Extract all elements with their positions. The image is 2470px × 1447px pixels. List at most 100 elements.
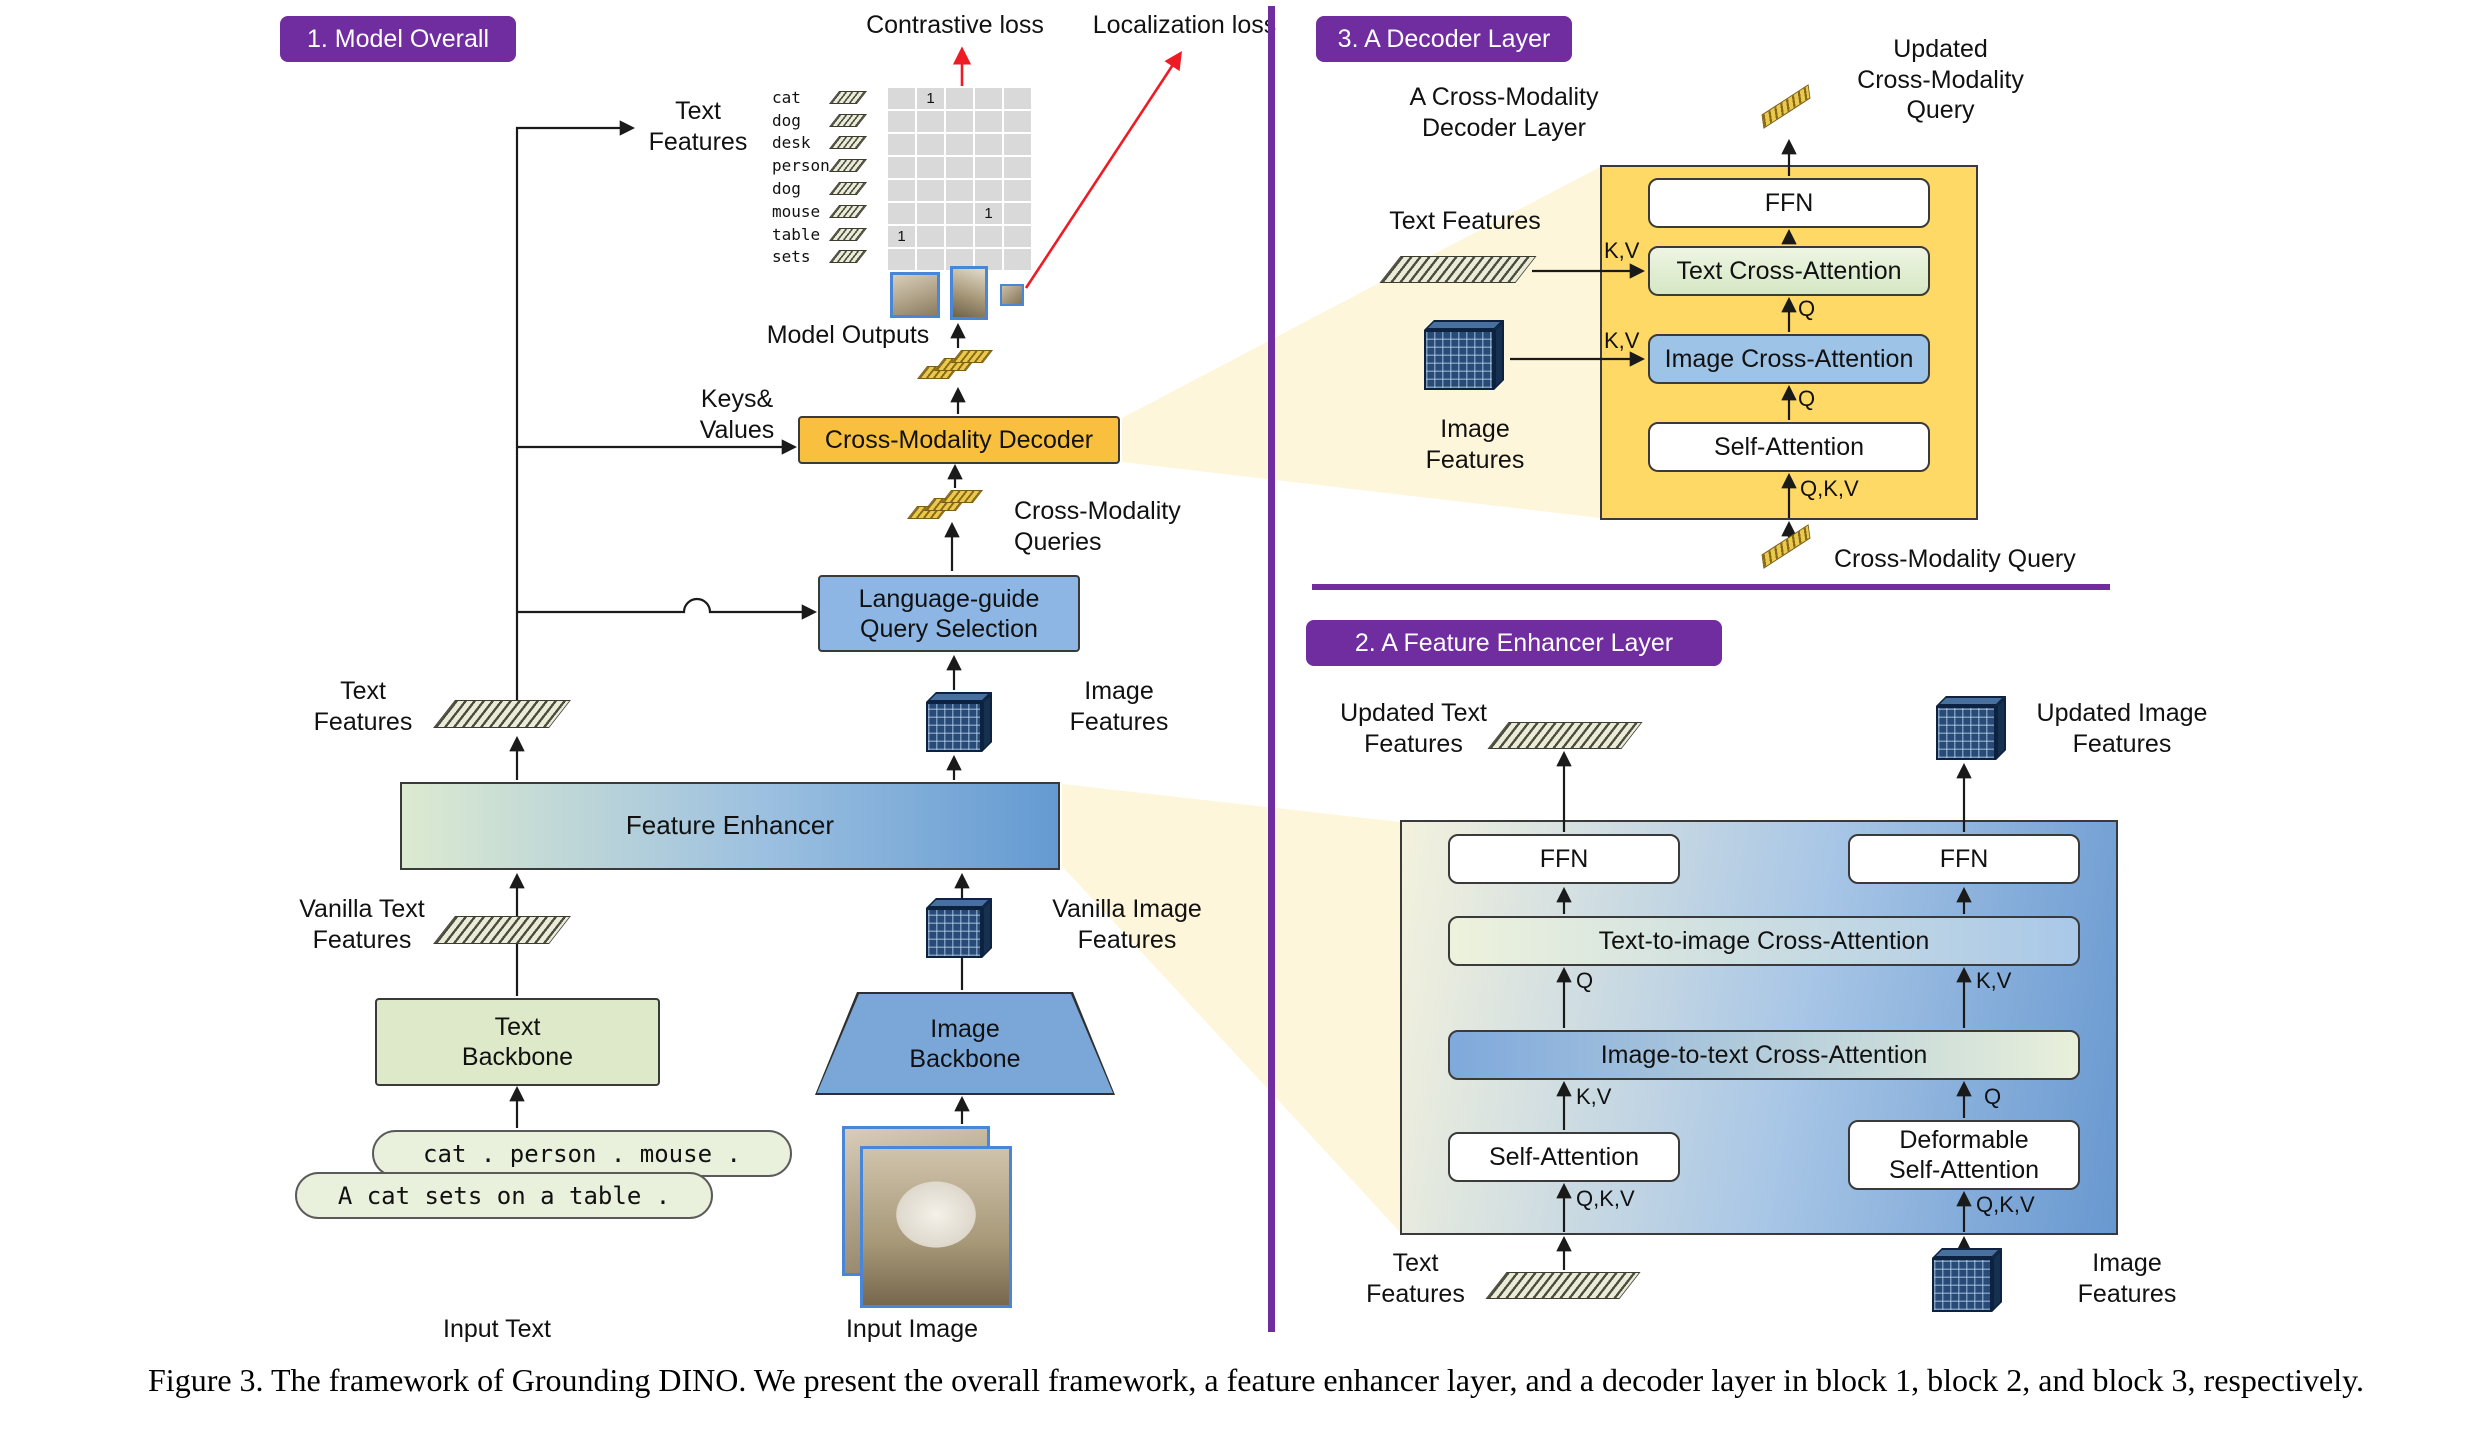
- input-text-pill-2: A cat sets on a table .: [295, 1172, 713, 1219]
- vanilla-image-features-cube: [926, 898, 992, 958]
- matrix-cell: 1: [888, 226, 915, 247]
- vanilla-text-features-label: Vanilla Text Features: [299, 895, 425, 954]
- image-cross-attention-box: Image Cross-Attention: [1648, 334, 1930, 384]
- matrix-word: sets: [772, 247, 811, 267]
- model-outputs-label: Model Outputs: [766, 321, 930, 349]
- cube-front-face: [926, 908, 982, 958]
- cross-modality-queries-label: Cross-Modality Queries: [1014, 497, 1181, 556]
- output-image-2: [950, 266, 988, 320]
- self-attention-box-enhancer: Self-Attention: [1448, 1132, 1680, 1182]
- word-feature-strip-icon: [828, 204, 868, 218]
- text-features-label-decoder: Text Features: [1389, 207, 1541, 235]
- matrix-cell: [1004, 203, 1031, 224]
- matrix-cell: [917, 249, 944, 270]
- image-backbone-trapezoid: Image Backbone: [815, 992, 1115, 1095]
- vanilla-image-features-label: Vanilla Image Features: [1052, 895, 1202, 954]
- matrix-word-row: table: [772, 223, 868, 246]
- updated-text-features-label: Updated Text Features: [1340, 699, 1487, 758]
- cube-side-face: [1992, 1248, 2002, 1312]
- image-backbone-label: Image Backbone: [817, 994, 1113, 1093]
- text-features-strip-enhancer: [1485, 1272, 1641, 1299]
- self-attention-box-decoder: Self-Attention: [1648, 422, 1930, 472]
- cube-top-face: [1936, 696, 2006, 706]
- text-cross-attention-box: Text Cross-Attention: [1648, 246, 1930, 296]
- badge-model-overall: 1. Model Overall: [280, 16, 516, 62]
- cube-side-face: [1494, 320, 1504, 390]
- ffn-box-left: FFN: [1448, 834, 1680, 884]
- image-to-text-cross-attention-box: Image-to-text Cross-Attention: [1448, 1030, 2080, 1080]
- input-text-pill-1: cat . person . mouse .: [372, 1130, 792, 1177]
- matrix-cell: [975, 249, 1002, 270]
- ffn-box-right: FFN: [1848, 834, 2080, 884]
- text-features-label-top: Text Features: [648, 97, 748, 156]
- keys-values-label: Keys& Values: [699, 385, 775, 444]
- image-features-label-enhancer: Image Features: [2077, 1249, 2177, 1308]
- matrix-cell: [1004, 88, 1031, 109]
- kv-label-text-cross: K,V: [1604, 238, 1640, 263]
- text-features-strip-decoder: [1379, 256, 1537, 283]
- updated-query-strip-icon: [1761, 84, 1811, 129]
- matrix-cell: [975, 226, 1002, 247]
- matrix-cell: [946, 180, 973, 201]
- vanilla-text-features-strip: [433, 916, 571, 944]
- matrix-word: dog: [772, 179, 801, 199]
- matrix-cell: [1004, 157, 1031, 178]
- matrix-cell: [1004, 180, 1031, 201]
- feature-enhancer-box: Feature Enhancer: [400, 782, 1060, 870]
- input-photo-front: [860, 1146, 1012, 1308]
- q-label-t2i: Q: [1576, 968, 1594, 993]
- word-feature-strip-icon: [828, 227, 868, 241]
- matrix-cell: [1004, 249, 1031, 270]
- matrix-cell: [975, 134, 1002, 155]
- matrix-cell: [917, 203, 944, 224]
- matrix-cell: [975, 180, 1002, 201]
- vertical-divider: [1268, 6, 1275, 1332]
- qkv-label-right: Q,K,V: [1976, 1192, 2035, 1217]
- cube-side-face: [982, 692, 992, 752]
- matrix-cell: [975, 157, 1002, 178]
- matrix-word: table: [772, 224, 821, 244]
- matrix-word: mouse: [772, 201, 821, 221]
- badge-enhancer-layer: 2. A Feature Enhancer Layer: [1306, 620, 1722, 666]
- cube-top-face: [1932, 1248, 2002, 1258]
- q-label-image-cross: Q: [1798, 386, 1816, 411]
- matrix-cell: [888, 249, 915, 270]
- cube-front-face: [1936, 706, 1996, 760]
- query-strip-icon: [940, 490, 984, 503]
- matrix-cell: [1004, 111, 1031, 132]
- matrix-cell: [917, 111, 944, 132]
- localization-loss-label: Localization loss: [1092, 11, 1277, 39]
- updated-image-features-label: Updated Image Features: [2036, 699, 2208, 758]
- image-features-cube-enhancer: [1932, 1248, 2002, 1312]
- matrix-cell: 1: [917, 88, 944, 109]
- matrix-cell: 1: [975, 203, 1002, 224]
- output-image-1: [890, 272, 940, 318]
- contrastive-loss-label: Contrastive loss: [866, 11, 1044, 39]
- word-feature-strip-icon: [828, 90, 868, 104]
- input-image-label: Input Image: [845, 1315, 979, 1343]
- matrix-cell: [946, 88, 973, 109]
- cube-side-face: [1996, 696, 2006, 760]
- word-feature-strip-icon: [828, 159, 868, 173]
- matrix-cell: [888, 180, 915, 201]
- word-feature-strip-icon: [828, 136, 868, 150]
- text-to-image-cross-attention-box: Text-to-image Cross-Attention: [1448, 916, 2080, 966]
- cube-side-face: [982, 898, 992, 958]
- matrix-cell: [917, 157, 944, 178]
- cube-front-face: [926, 702, 982, 752]
- q-label-text-cross: Q: [1798, 296, 1816, 321]
- matrix-cell: [917, 180, 944, 201]
- word-feature-strip-icon: [828, 113, 868, 127]
- text-features-label-enhancer: Text Features: [1366, 1249, 1465, 1308]
- kv-label-image-cross: K,V: [1604, 328, 1640, 353]
- flow-arrow: [515, 120, 636, 704]
- matrix-cell: [917, 226, 944, 247]
- image-features-cube-mid: [926, 692, 992, 752]
- cross-modality-query-label: Cross-Modality Query: [1834, 545, 2076, 573]
- localization-loss-arrow: [1024, 50, 1183, 289]
- cross-modality-query-strips: [906, 490, 990, 522]
- matrix-word-row: cat: [772, 86, 868, 109]
- badge-decoder-layer: 3. A Decoder Layer: [1316, 16, 1572, 62]
- matrix-word-row: dog: [772, 177, 868, 200]
